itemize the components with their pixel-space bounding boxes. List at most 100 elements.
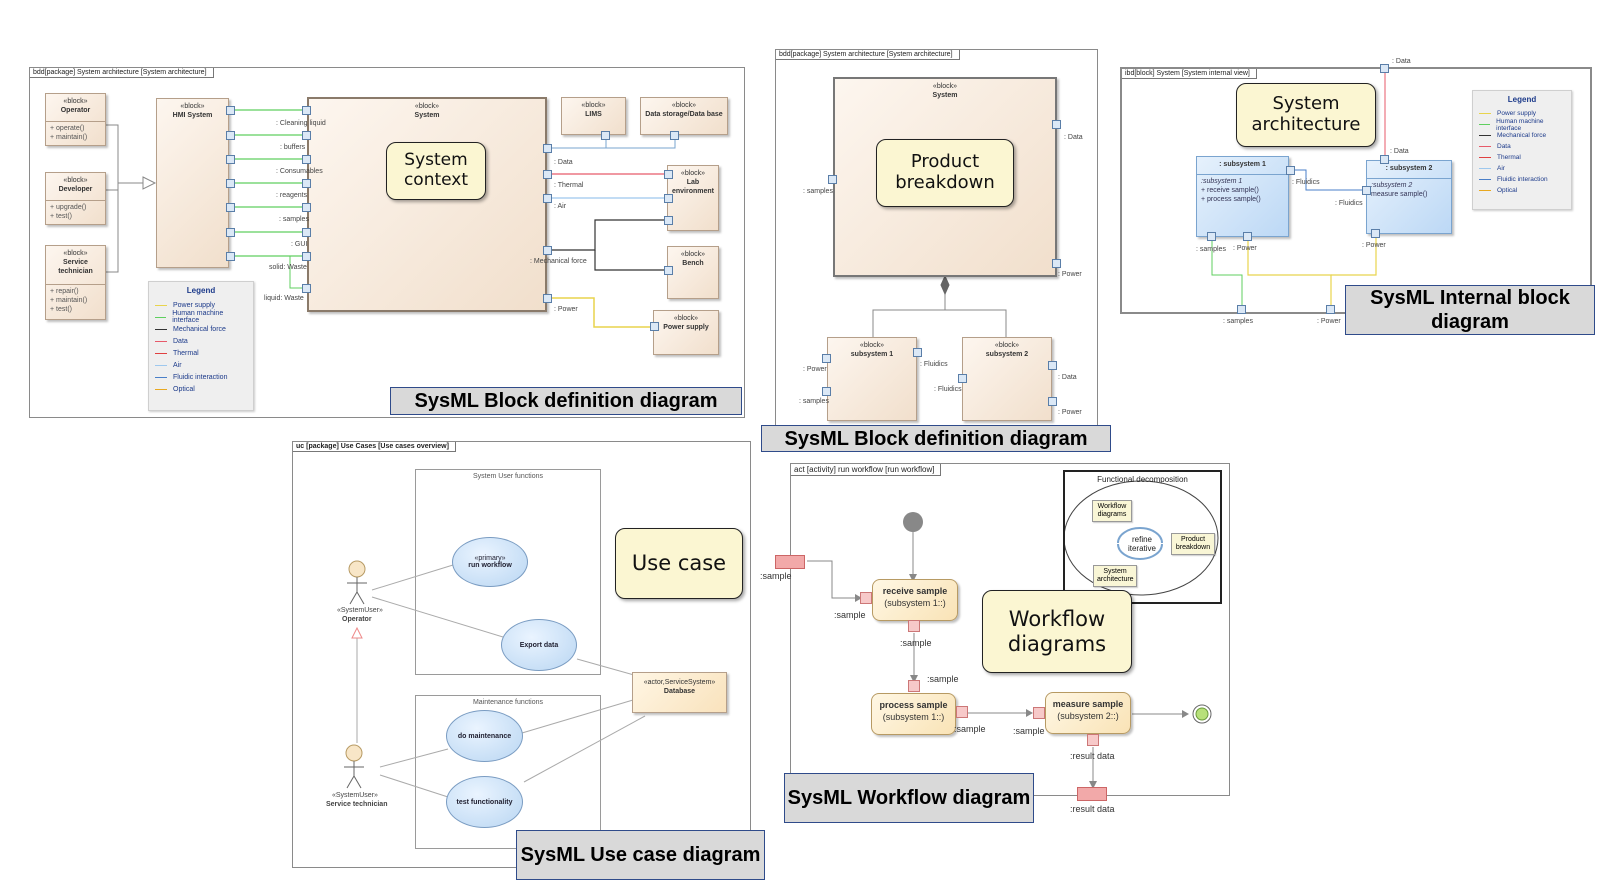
port[interactable] xyxy=(1207,232,1216,241)
port[interactable] xyxy=(302,131,311,140)
port[interactable] xyxy=(664,266,673,275)
technician-block[interactable]: «block» Service technician + repair()+ m… xyxy=(45,245,106,320)
port-label: : reagents xyxy=(276,192,308,199)
port-label: : Power xyxy=(1317,318,1341,325)
port[interactable] xyxy=(543,246,552,255)
port[interactable] xyxy=(543,194,552,203)
port[interactable] xyxy=(302,106,311,115)
receive-sample-action[interactable]: receive sample(subsystem 1::) xyxy=(872,579,958,621)
port[interactable] xyxy=(822,387,831,396)
port[interactable] xyxy=(226,106,235,115)
port[interactable] xyxy=(226,203,235,212)
actor-stereotype: «SystemUser» xyxy=(332,792,378,799)
lab-environment-block[interactable]: «block» Lab environment xyxy=(667,165,719,231)
panel-tag: ibd[block] System [System internal view] xyxy=(1122,69,1257,79)
port[interactable] xyxy=(543,144,552,153)
pin[interactable] xyxy=(908,620,920,632)
port[interactable] xyxy=(302,228,311,237)
port[interactable] xyxy=(1243,232,1252,241)
port[interactable] xyxy=(226,179,235,188)
port[interactable] xyxy=(543,170,552,179)
port-label: : samples xyxy=(803,188,833,195)
test-functionality-usecase[interactable]: test functionality xyxy=(446,776,523,828)
pin[interactable] xyxy=(908,680,920,692)
port[interactable] xyxy=(226,155,235,164)
sub2-ops: :subsystem 2 measure sample() xyxy=(1367,178,1451,199)
port[interactable] xyxy=(1362,186,1371,195)
technician-actor-label[interactable]: Service technician xyxy=(326,801,388,808)
port[interactable] xyxy=(302,203,311,212)
power-supply-block[interactable]: «block» Power supply xyxy=(653,310,719,355)
operator-actor-label[interactable]: Operator xyxy=(342,616,372,623)
datastorage-block[interactable]: «block» Data storage/Data base xyxy=(640,97,728,135)
pin[interactable] xyxy=(1033,707,1045,719)
output-pin[interactable] xyxy=(1077,787,1107,801)
hmi-system-block[interactable]: «block» HMI System xyxy=(156,98,229,268)
port[interactable] xyxy=(1048,361,1057,370)
pin[interactable] xyxy=(1087,734,1099,746)
caption-ibd: SysML Internal block diagram xyxy=(1345,285,1595,335)
port[interactable] xyxy=(822,354,831,363)
port[interactable] xyxy=(226,252,235,261)
port-label: : samples xyxy=(799,398,829,405)
port[interactable] xyxy=(302,179,311,188)
port[interactable] xyxy=(650,322,659,331)
system-block[interactable]: «block» System xyxy=(307,97,547,312)
port[interactable] xyxy=(1052,259,1061,268)
subsystem1-part[interactable]: : subsystem 1 :subsystem 1+ receive samp… xyxy=(1196,156,1289,237)
port[interactable] xyxy=(1237,305,1246,314)
port-label: : Thermal xyxy=(554,182,584,189)
port[interactable] xyxy=(543,294,552,303)
pin-label: :sample xyxy=(1013,726,1045,736)
system-user-functions-box: System User functions xyxy=(415,469,601,675)
lims-block[interactable]: «block» LIMS xyxy=(561,97,626,135)
pin[interactable] xyxy=(956,706,968,718)
developer-block[interactable]: «block» Developer + upgrade()+ test() xyxy=(45,172,106,225)
subsystem2-block[interactable]: «block» subsystem 2 xyxy=(962,337,1052,421)
port[interactable] xyxy=(302,284,311,293)
port[interactable] xyxy=(601,131,610,140)
port[interactable] xyxy=(226,228,235,237)
port-label: : Power xyxy=(1362,242,1386,249)
port-label: solid: Waste xyxy=(269,264,307,271)
database-actor-block[interactable]: «actor,ServiceSystem» Database xyxy=(632,672,727,713)
port-label: : Cleaning liquid xyxy=(276,120,326,127)
export-data-usecase[interactable]: Export data xyxy=(501,619,577,671)
product-breakdown-note: Product breakdown xyxy=(1171,533,1215,555)
run-workflow-usecase[interactable]: «primary» run workflow xyxy=(452,537,528,587)
operator-block[interactable]: «block» Operator + operate()+ maintain() xyxy=(45,93,106,146)
legend: Legend Power supply Human machine interf… xyxy=(1472,90,1572,210)
subsystem1-block[interactable]: «block» subsystem 1 xyxy=(827,337,917,421)
port-label: : Consumables xyxy=(276,168,323,175)
port[interactable] xyxy=(664,194,673,203)
port[interactable] xyxy=(226,131,235,140)
pin[interactable] xyxy=(860,592,872,604)
measure-sample-action[interactable]: measure sample(subsystem 2::) xyxy=(1045,692,1131,734)
port[interactable] xyxy=(958,374,967,383)
port[interactable] xyxy=(302,252,311,261)
port[interactable] xyxy=(1052,120,1061,129)
port[interactable] xyxy=(664,216,673,225)
port[interactable] xyxy=(1048,397,1057,406)
input-pin[interactable] xyxy=(775,555,805,569)
port-label: : Power xyxy=(803,366,827,373)
port[interactable] xyxy=(828,175,837,184)
pin-label: :sample xyxy=(760,571,792,581)
subsystem2-part[interactable]: : subsystem 2 :subsystem 2 measure sampl… xyxy=(1366,160,1452,234)
port[interactable] xyxy=(1286,166,1295,175)
port[interactable] xyxy=(913,348,922,357)
port[interactable] xyxy=(1326,305,1335,314)
bench-block[interactable]: «block» Bench xyxy=(667,246,719,299)
port[interactable] xyxy=(664,170,673,179)
port-label: : Power xyxy=(1058,271,1082,278)
port[interactable] xyxy=(670,131,679,140)
port[interactable] xyxy=(1371,229,1380,238)
process-sample-action[interactable]: process sample(subsystem 1::) xyxy=(871,693,956,735)
port[interactable] xyxy=(302,155,311,164)
port[interactable] xyxy=(1380,64,1389,73)
port-label: : GUI xyxy=(291,241,308,248)
refine-iterative-label: refine iterative xyxy=(1127,535,1156,553)
port[interactable] xyxy=(1380,155,1389,164)
do-maintenance-usecase[interactable]: do maintenance xyxy=(446,710,523,762)
